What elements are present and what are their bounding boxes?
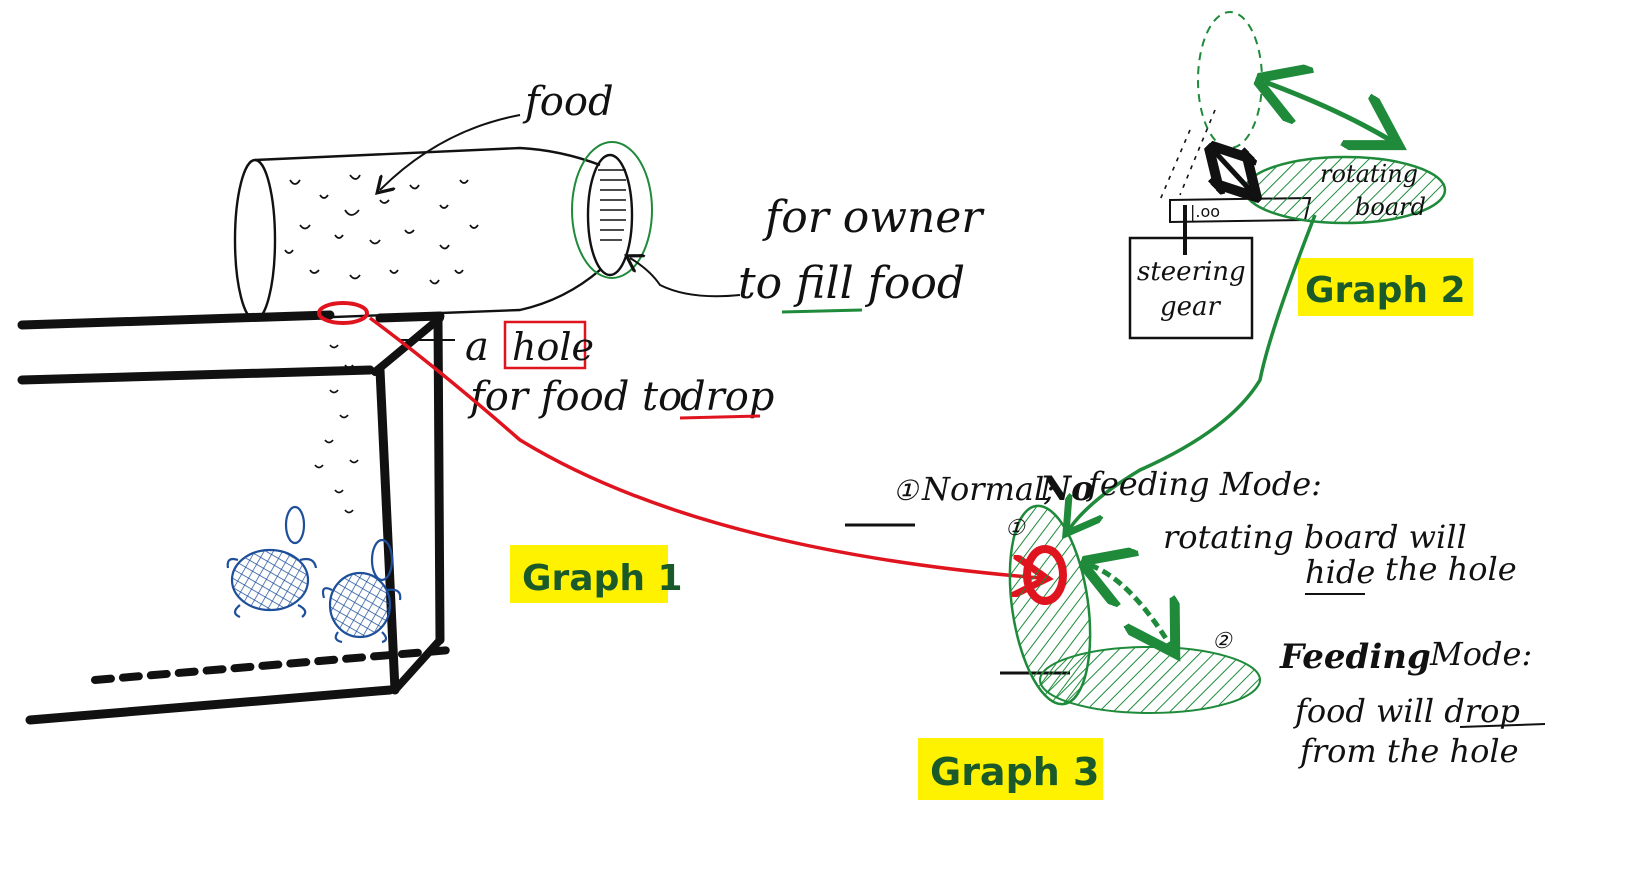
bottle-cap-highlight: [571, 141, 653, 279]
tank-back-edge: [17, 365, 375, 385]
tank-hidden-edge: [91, 646, 454, 684]
mode1-no: No: [1039, 469, 1094, 509]
cap-pointer-arrow: [630, 258, 741, 298]
hole-word-box: [503, 320, 587, 370]
mode1-number: ①: [893, 474, 920, 507]
graph2-to-graph3-arrow: [1070, 214, 1317, 528]
board-label-line2: board: [1355, 193, 1426, 221]
mode1-normal: Normal;: [921, 470, 1055, 508]
board-rotation-arrow: [1265, 82, 1390, 140]
food-bottle: [233, 141, 653, 322]
board-feeding-position: [1039, 646, 1261, 714]
food-pointer-arrow: [380, 114, 521, 190]
tank-top-edge: [17, 310, 335, 330]
bottle-base: [233, 158, 277, 322]
board-swing-path: [1159, 109, 1216, 201]
bottle-cap-thread: [598, 169, 626, 241]
board-swing-arrow: [1090, 565, 1170, 645]
board-label-line1: rotating: [1320, 160, 1418, 188]
steering-gear-box: [1128, 236, 1254, 340]
gear-label-line2: gear: [1160, 292, 1222, 322]
food-label: food: [522, 79, 614, 125]
marker-2: ②: [1212, 629, 1233, 654]
gear-label-line1: steering: [1137, 257, 1246, 287]
drop-underline-graph3: [1459, 723, 1546, 728]
graph2-label-highlight: [1298, 258, 1473, 316]
bottle-cap: [586, 153, 634, 277]
graph3-label-highlight: [918, 738, 1103, 800]
graph3-label: Graph 3: [930, 750, 1100, 794]
graph1-drawing: food for owner to fill food a hole for f…: [17, 79, 985, 725]
tank-right-front-edge: [375, 365, 400, 695]
hole-marker-red: [317, 301, 369, 325]
graph1-label-highlight: [510, 545, 668, 603]
owner-label-line2: to fill food: [738, 258, 965, 309]
turtle-icon-left: [226, 505, 318, 619]
gear-teeth: |.oo: [1190, 202, 1220, 221]
graph1-label: Graph 1: [522, 558, 683, 599]
graph2-label: Graph 2: [1305, 270, 1466, 311]
mode2-desc-line2: from the hole: [1298, 732, 1519, 770]
graph3-drawing: ① ② ① Normal; No feeding Mode: rotating …: [845, 465, 1546, 800]
turtle-icon-right: [321, 538, 402, 644]
mode2-desc-line1: food will drop: [1293, 692, 1520, 730]
bottle-top-side: [254, 146, 601, 167]
drop-underline: [679, 414, 761, 420]
fish-tank: [17, 310, 454, 725]
drop-label-prefix: for food to: [467, 374, 682, 420]
drop-label-word: drop: [680, 374, 774, 420]
board-upright-position: [1197, 11, 1263, 149]
bottle-bottom-side: [254, 269, 601, 322]
gear-rotation-arrow: [1215, 152, 1250, 190]
fill-underline: [781, 308, 863, 314]
mode2-title-rest: Mode:: [1429, 635, 1532, 673]
mode2-title-bold: Feeding: [1279, 637, 1431, 677]
mode1-desc-rest: the hole: [1385, 550, 1517, 588]
tank-top-right-edge: [375, 311, 445, 323]
mode1-desc-hide: hide: [1305, 553, 1375, 591]
food-pellets: [284, 174, 479, 285]
hole-marker-graph3: [1023, 545, 1067, 605]
mode1-desc-line1: rotating board will: [1163, 518, 1467, 556]
marker-1: ①: [1005, 516, 1026, 541]
tank-right-back-edge: [433, 313, 445, 645]
tank-bottom-edge: [25, 685, 395, 725]
hole-label-a: a: [465, 324, 489, 370]
hole-to-graph3-arrow: [368, 316, 1040, 578]
graph2-drawing: |.oo rotating board steering gear Graph …: [1128, 11, 1473, 340]
hole-label-word: hole: [512, 325, 594, 369]
mode1-title-rest: feeding Mode:: [1086, 465, 1322, 503]
owner-label-line1: for owner: [762, 192, 985, 243]
falling-food: [314, 344, 359, 514]
